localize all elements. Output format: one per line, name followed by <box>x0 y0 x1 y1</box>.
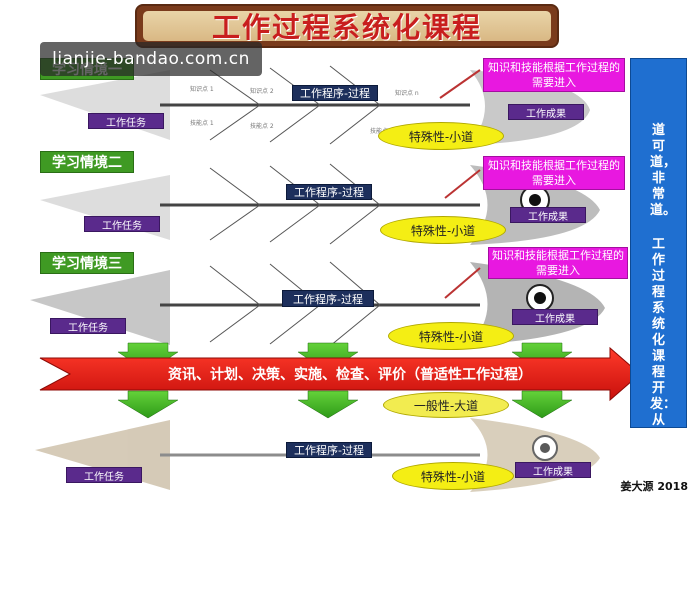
watermark: lianjie-bandao.com.cn <box>40 42 262 76</box>
requirement-note-box: 知识和技能根据工作过程的需要进入 <box>483 156 625 190</box>
main-process-arrow <box>39 346 641 402</box>
course-development-note: 工作过程系统化课程开发：从必然王国走向自由王国 <box>650 237 677 588</box>
skill-point-label: 技能点 1 <box>190 120 214 127</box>
down-arrows-bottom <box>117 390 573 419</box>
work-procedure-box: 工作程序-过程 <box>292 85 378 101</box>
situation-3-label: 学习情境三 <box>40 252 134 274</box>
philosophy-quote: 道可道，非常道。 <box>650 123 677 218</box>
author-credit: 姜大源 2018 <box>620 480 688 493</box>
work-task-box: 工作任务 <box>50 318 126 334</box>
knowledge-point-label: 知识点 1 <box>190 86 214 93</box>
special-path-ellipse: 特殊性-小道 <box>388 322 514 350</box>
work-result-box: 工作成果 <box>508 104 584 120</box>
work-procedure-box: 工作程序-过程 <box>282 290 374 307</box>
knowledge-point-label: 知识点 n <box>395 90 419 97</box>
work-procedure-box: 工作程序-过程 <box>286 184 372 200</box>
main-arrow-label: 资讯、计划、决策、实施、检查、评价（普适性工作过程） <box>168 367 532 383</box>
special-path-ellipse: 特殊性-小道 <box>392 462 514 490</box>
work-task-box: 工作任务 <box>66 467 142 483</box>
philosophy-column: 道可道，非常道。 工作过程系统化课程开发：从必然王国走向自由王国 <box>630 58 687 588</box>
work-result-box: 工作成果 <box>512 309 598 325</box>
special-path-ellipse: 特殊性-小道 <box>380 216 506 244</box>
knowledge-point-label: 知识点 2 <box>250 88 274 95</box>
requirement-note-box: 知识和技能根据工作过程的需要进入 <box>483 58 625 92</box>
work-result-box: 工作成果 <box>510 207 586 223</box>
skill-point-label: 技能点 2 <box>250 123 274 130</box>
situation-2-label: 学习情境二 <box>40 151 134 173</box>
work-task-box: 工作任务 <box>88 113 164 129</box>
work-task-box: 工作任务 <box>84 216 160 232</box>
special-path-ellipse: 特殊性-小道 <box>378 122 504 150</box>
work-result-box: 工作成果 <box>515 462 591 478</box>
title-banner: 工作过程系统化课程 <box>135 4 559 48</box>
page-title: 工作过程系统化课程 <box>143 11 551 44</box>
work-procedure-box: 工作程序-过程 <box>286 442 372 458</box>
general-path-ellipse: 一般性-大道 <box>383 392 509 418</box>
requirement-note-box: 知识和技能根据工作过程的需要进入 <box>488 247 628 279</box>
